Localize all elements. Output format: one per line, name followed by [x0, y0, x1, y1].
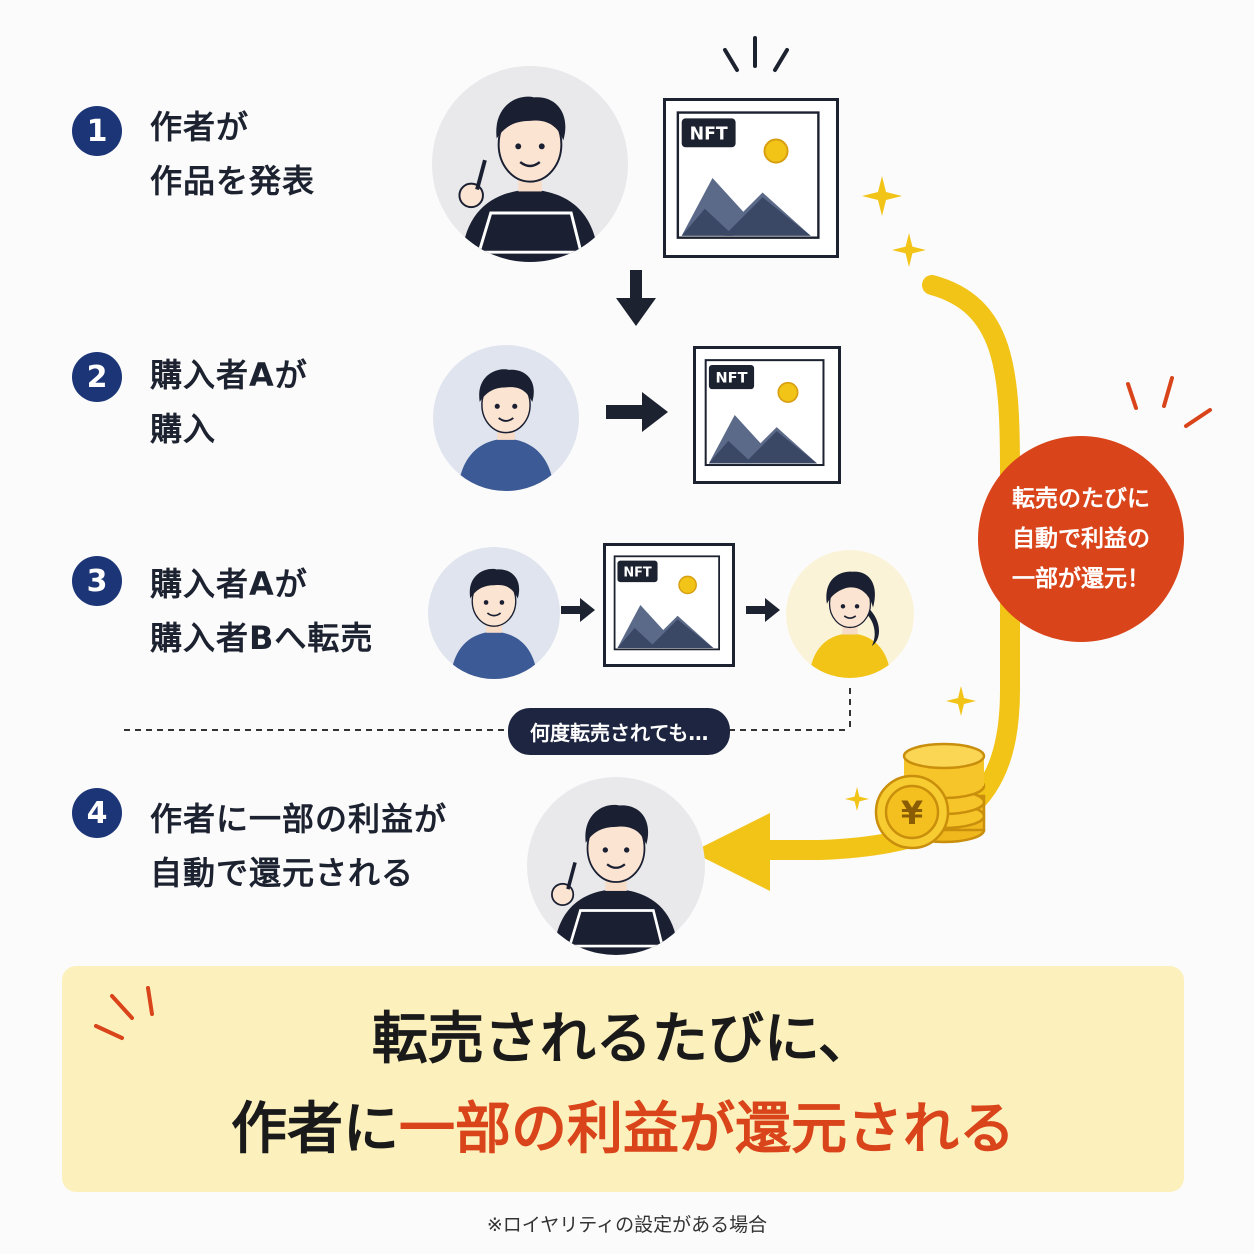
badge-line3: 一部が還元！ — [1012, 566, 1150, 592]
yen-coins-icon: ¥ — [874, 742, 986, 850]
nft-artwork-frame: NFT — [663, 98, 839, 258]
step-2-number: 2 — [72, 352, 122, 402]
arrow-right-icon — [746, 598, 780, 622]
nft-label: NFT — [690, 125, 728, 145]
footnote: ※ロイヤリティの設定がある場合 — [486, 1214, 768, 1236]
buyer-a-avatar — [433, 345, 579, 491]
step-1-text: 作者が 作品を発表 — [150, 100, 315, 208]
nft-artwork-frame: NFT — [603, 543, 735, 667]
nft-label: NFT — [716, 371, 748, 387]
burst-icon — [94, 986, 154, 1040]
badge-line2: 自動で利益の — [1012, 526, 1150, 552]
arrow-right-icon — [561, 598, 595, 622]
buyer-b-avatar — [786, 550, 914, 678]
banner-line2: 作者に一部の利益が還元される — [62, 1084, 1184, 1165]
coin-symbol: ¥ — [901, 794, 923, 832]
badge-line1: 転売のたびに — [1012, 486, 1150, 512]
step-3-line2: 購入者Bへ転売 — [150, 619, 374, 657]
author-avatar — [432, 66, 628, 262]
royalty-badge: 転売のたびに 自動で利益の 一部が還元！ — [978, 436, 1184, 642]
buyer-a-avatar — [428, 547, 560, 679]
step-2-line2: 購入 — [150, 410, 217, 448]
banner-prefix: 作者に — [231, 1097, 399, 1162]
step-1-line1: 作者が — [150, 108, 250, 146]
nft-artwork-frame: NFT — [693, 346, 841, 484]
arrow-right-icon — [606, 392, 668, 432]
author-avatar — [527, 777, 705, 955]
step-1-line2: 作品を発表 — [150, 162, 316, 200]
summary-banner: 転売されるたびに、 作者に一部の利益が還元される — [62, 966, 1184, 1192]
repeat-divider — [124, 688, 851, 731]
step-3-text: 購入者Aが 購入者Bへ転売 — [150, 557, 373, 665]
step-1-number: 1 — [72, 106, 122, 156]
banner-highlight: 一部の利益が還元される — [399, 1097, 1015, 1162]
step-4-line2: 自動で還元される — [150, 854, 415, 892]
sparkle-icon — [862, 176, 902, 216]
step-2-line1: 購入者Aが — [150, 356, 308, 394]
repeat-note: 何度転売されても… — [508, 708, 731, 755]
burst-icon — [1126, 376, 1212, 428]
step-3-line1: 購入者Aが — [150, 565, 308, 603]
sparkle-icon — [946, 686, 976, 716]
step-3-number: 3 — [72, 556, 122, 606]
banner-line1: 転売されるたびに、 — [371, 1007, 875, 1072]
step-4-number: 4 — [72, 788, 122, 838]
step-4-line1: 作者に一部の利益が — [150, 800, 448, 838]
arrow-down-icon — [616, 270, 656, 326]
burst-icon — [723, 36, 789, 72]
step-2-text: 購入者Aが 購入 — [150, 348, 308, 456]
step-4-text: 作者に一部の利益が 自動で還元される — [150, 792, 447, 900]
sparkle-icon — [892, 233, 926, 267]
nft-label: NFT — [623, 565, 652, 580]
sparkle-icon — [845, 787, 869, 811]
